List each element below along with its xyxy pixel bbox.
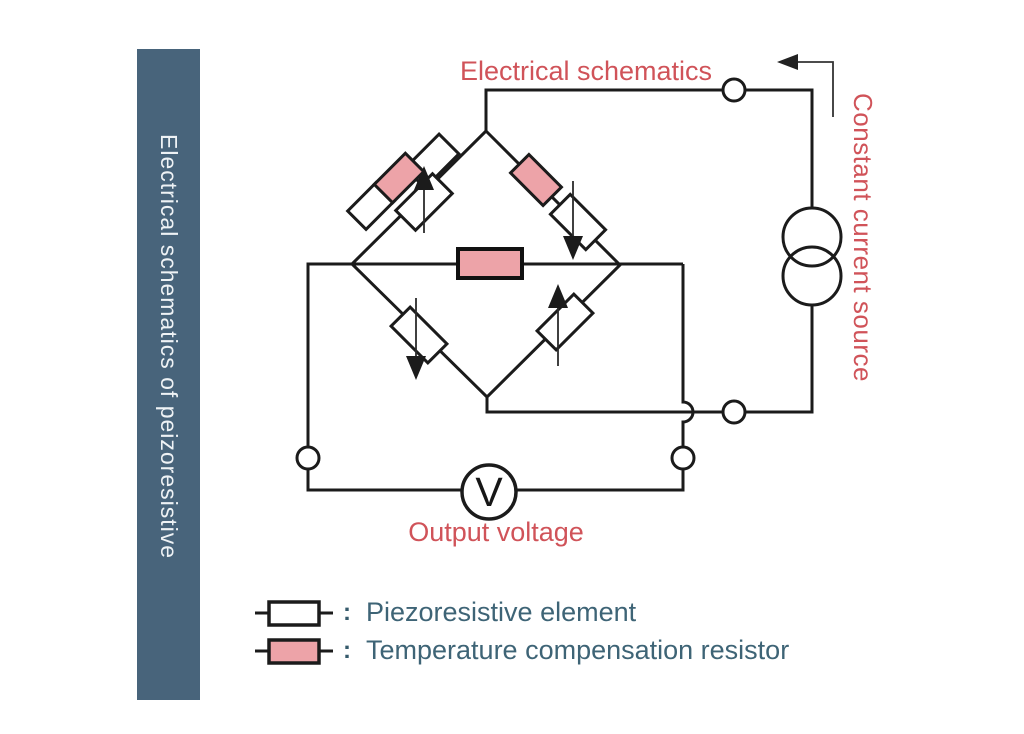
piezoresistive-element: [548, 192, 608, 252]
terminal-nodes: [295, 77, 747, 471]
voltmeter-letter: V: [475, 469, 503, 515]
sidebar-title: Electrical schematics of peizoresistive: [156, 133, 182, 560]
top-right-arm-elements: [508, 152, 608, 252]
legend-separator: :: [343, 598, 351, 626]
node-terminal: [295, 445, 321, 471]
legend-white-resistor-symbol: [267, 600, 321, 627]
arrow-up-icon: [414, 166, 434, 233]
temperature-compensation-resistor: [508, 152, 564, 208]
piezoresistive-element: [534, 291, 596, 353]
stress-arrows: [406, 166, 583, 380]
bottom-right-rail-wire: [485, 305, 814, 414]
legend-pink-resistor-symbol: [267, 638, 321, 665]
piezoresistive-element: [388, 304, 450, 366]
top-left-arm-elements: [345, 132, 461, 233]
arrow-up-icon: [548, 284, 568, 366]
right-measurement-wire: [516, 264, 695, 492]
legend-item-temperature-compensation: : Temperature compensation resistor: [343, 635, 789, 666]
legend-item-piezoresistive: : Piezoresistive element: [343, 597, 636, 628]
node-terminal: [670, 445, 696, 471]
voltmeter-icon: [460, 463, 518, 521]
sidebar-banner: Electrical schematics of peizoresistive: [137, 49, 200, 700]
top-rail-wire: [484, 88, 814, 208]
temperature-compensation-resistor: [372, 151, 426, 205]
left-measurement-wire: [306, 262, 683, 492]
legend-symbols: [255, 600, 333, 665]
current-direction-arrow-icon: [777, 54, 834, 117]
legend-label: Temperature compensation resistor: [366, 635, 790, 665]
legend-separator: :: [343, 636, 351, 664]
legend-label: Piezoresistive element: [366, 597, 637, 627]
output-voltage-label: Output voltage: [408, 517, 584, 547]
arrow-down-icon: [563, 181, 583, 260]
current-source-icon: [781, 206, 843, 307]
node-terminal: [721, 77, 747, 103]
arrow-down-icon: [406, 298, 426, 380]
schematic-title: Electrical schematics: [459, 56, 713, 86]
center-temperature-compensation-resistor: [456, 247, 524, 280]
current-source-label: Constant current source: [848, 93, 878, 382]
node-terminal: [721, 399, 747, 425]
